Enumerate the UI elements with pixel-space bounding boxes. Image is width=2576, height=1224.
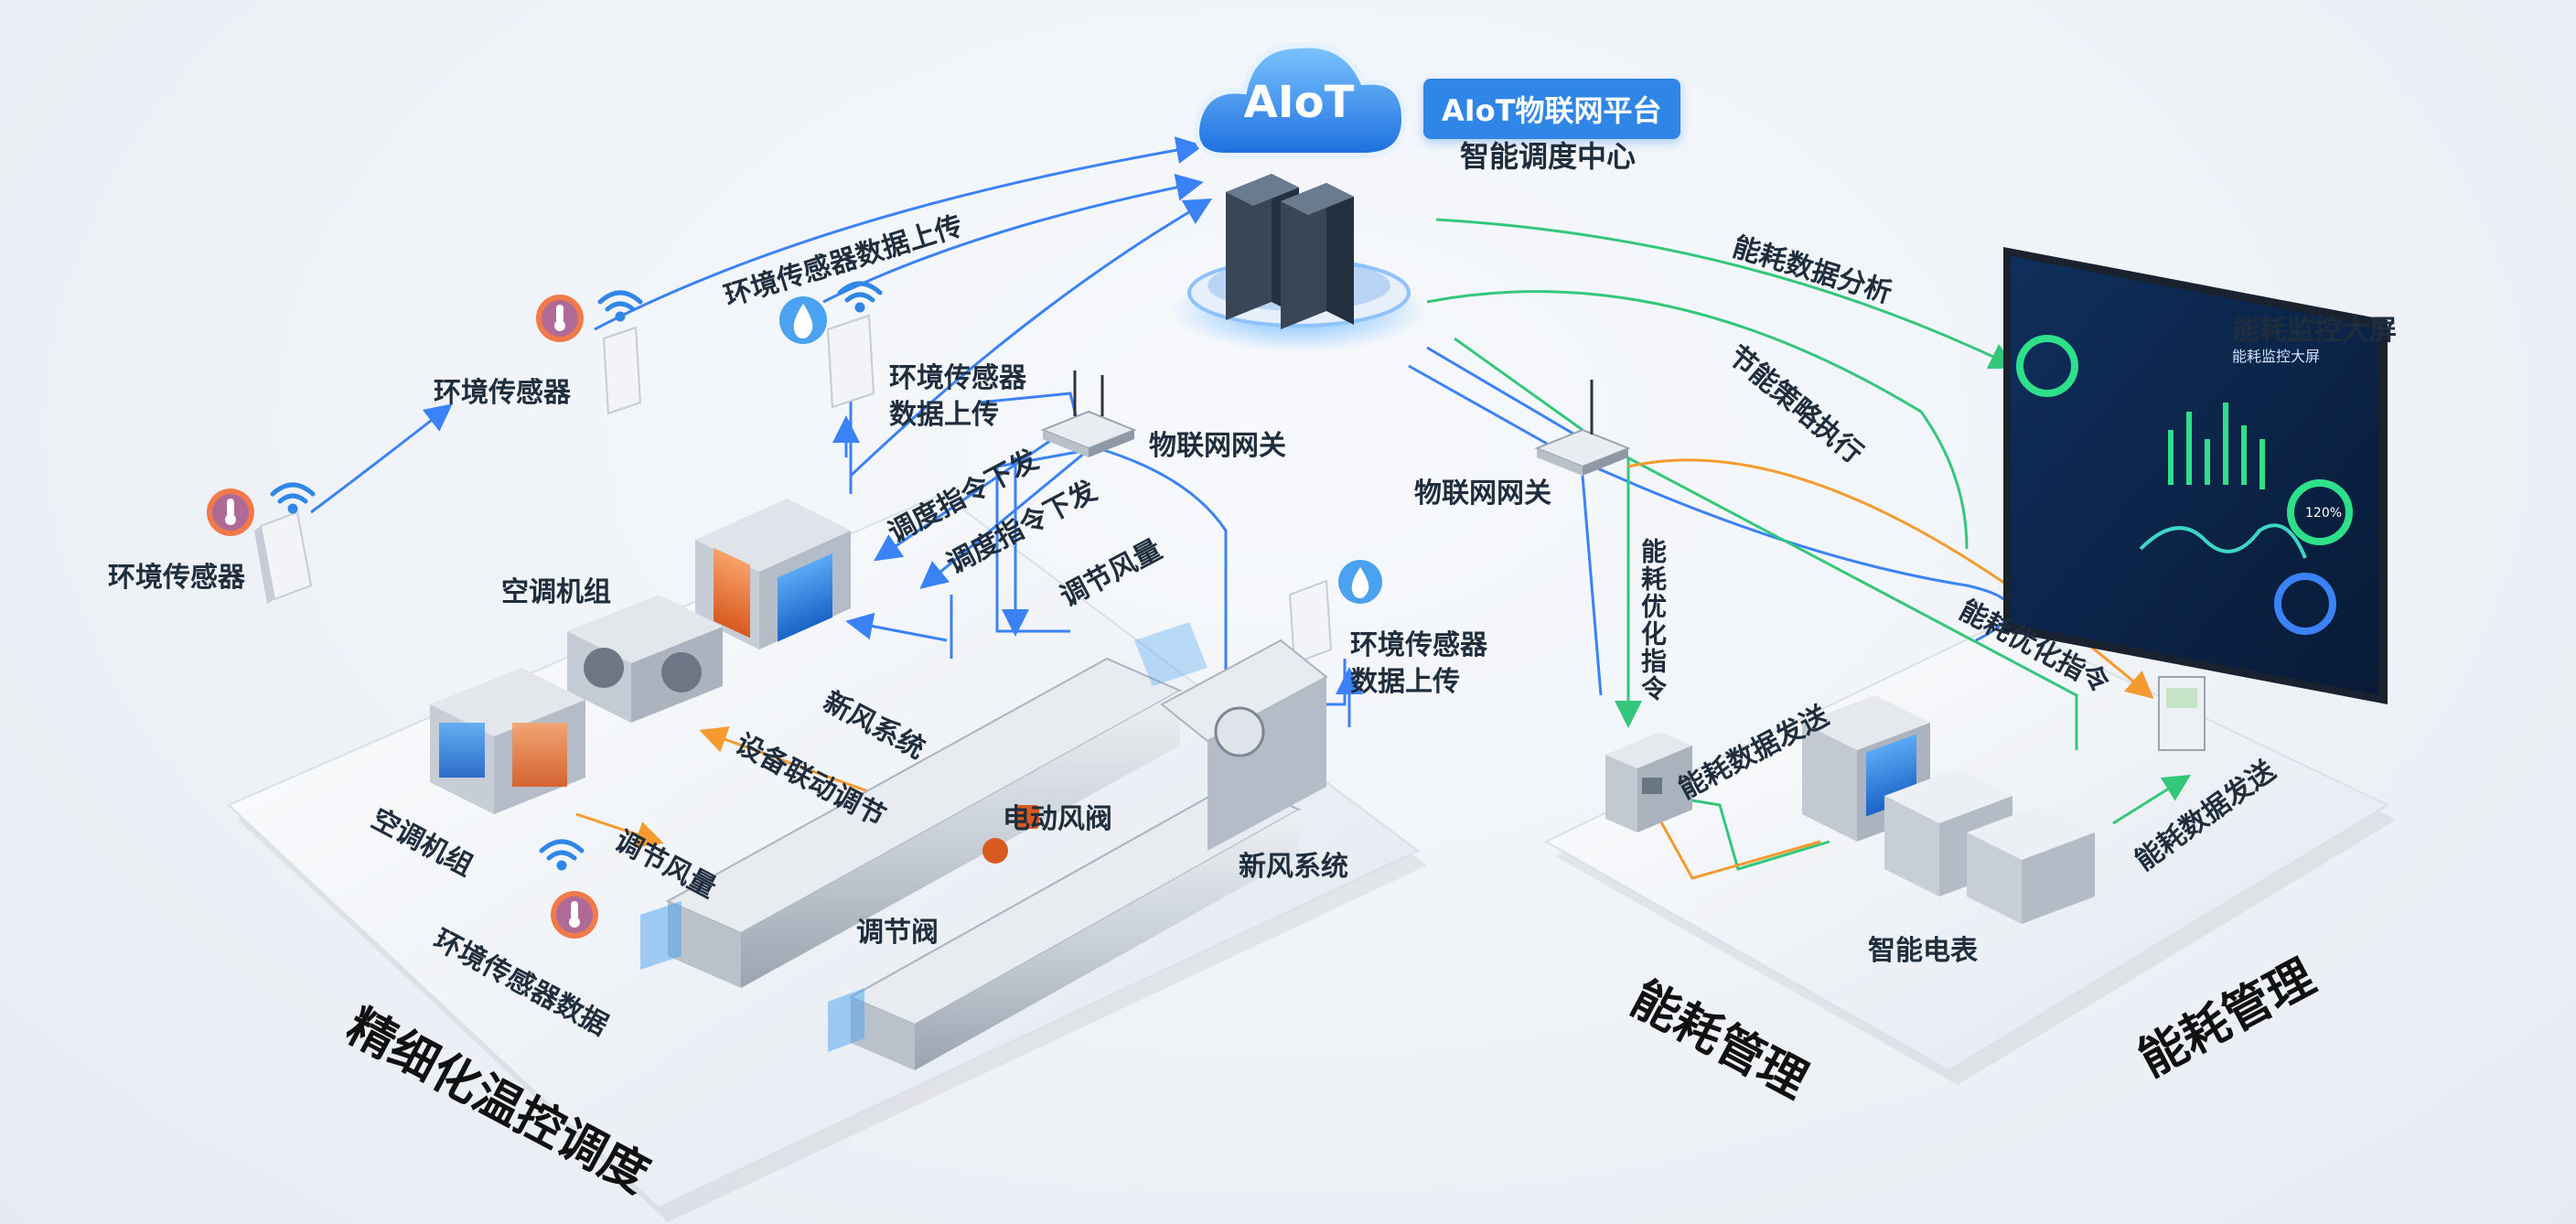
electrical-cabinet-left: [1605, 732, 1692, 832]
thermometer-icon-1: [207, 489, 254, 536]
label-smart-meter: 智能电表: [1868, 935, 1978, 967]
label-energy-monitor-screen: 能耗监控大屏: [2232, 315, 2397, 347]
label-env-sensor-right-2: 数据上传: [1350, 666, 1460, 698]
label-iot-gateway-left: 物联网网关: [1149, 430, 1286, 462]
wifi-icon-4: [539, 839, 585, 871]
sensor-device-4: [1288, 579, 1333, 665]
iot-gateway-right-icon: [1534, 380, 1631, 476]
label-fresh-air-bottom: 新风系统: [1239, 851, 1348, 883]
wifi-icon-3: [837, 281, 883, 313]
thermometer-icon-3: [551, 891, 598, 939]
ac-unit-bottom: [430, 668, 585, 814]
smart-meter-cabinets: [1884, 768, 2095, 924]
humidity-icon-1: [779, 296, 827, 344]
sensor-device-1: [254, 510, 313, 604]
air-duct-system: [640, 622, 1328, 1070]
cloud-aiot-text: AIoT: [1244, 77, 1355, 128]
sensor-device-3: [826, 314, 875, 409]
thermometer-icon-2: [536, 295, 584, 342]
smart-meter-wall: [2158, 676, 2206, 751]
platform-subtitle: 智能调度中心: [1460, 139, 1637, 174]
ac-unit-fan: [567, 595, 723, 723]
iot-gateway-left-icon: [1040, 370, 1137, 457]
dashboard-percent: 120%: [2305, 506, 2342, 521]
wifi-icon-1: [270, 482, 316, 514]
label-energy-optimize-cmd-v: 能耗优化指令: [1637, 538, 1668, 703]
cloud-icon: [1194, 42, 1408, 158]
wifi-icon-2: [597, 290, 643, 322]
humidity-icon-2: [1338, 560, 1382, 604]
label-regulating-valve: 调节阀: [856, 917, 939, 949]
ac-unit-top-right: [695, 499, 851, 650]
platform-badge: AIoT物联网平台: [1423, 79, 1680, 139]
label-env-sensor-right-1: 环境传感器: [1350, 629, 1487, 661]
server-rack-right: [1281, 183, 1354, 329]
aiot-cloud-platform: [1171, 42, 1427, 352]
label-electric-damper: 电动风阀: [1003, 803, 1112, 835]
label-iot-gateway-right: 物联网网关: [1414, 478, 1551, 510]
dashboard-title: 能耗监控大屏: [2232, 348, 2320, 365]
label-env-sensor-2: 环境传感器: [434, 377, 571, 409]
label-env-sensor-mid-2: 数据上传: [889, 399, 999, 431]
energy-dashboard-screen: 能耗监控大屏 120%: [2003, 247, 2388, 704]
label-env-sensor-1: 环境传感器: [108, 562, 245, 594]
label-ac-unit-top: 空调机组: [501, 576, 611, 608]
label-env-sensor-mid-1: 环境传感器: [889, 362, 1026, 394]
sensor-device-2: [602, 326, 642, 415]
